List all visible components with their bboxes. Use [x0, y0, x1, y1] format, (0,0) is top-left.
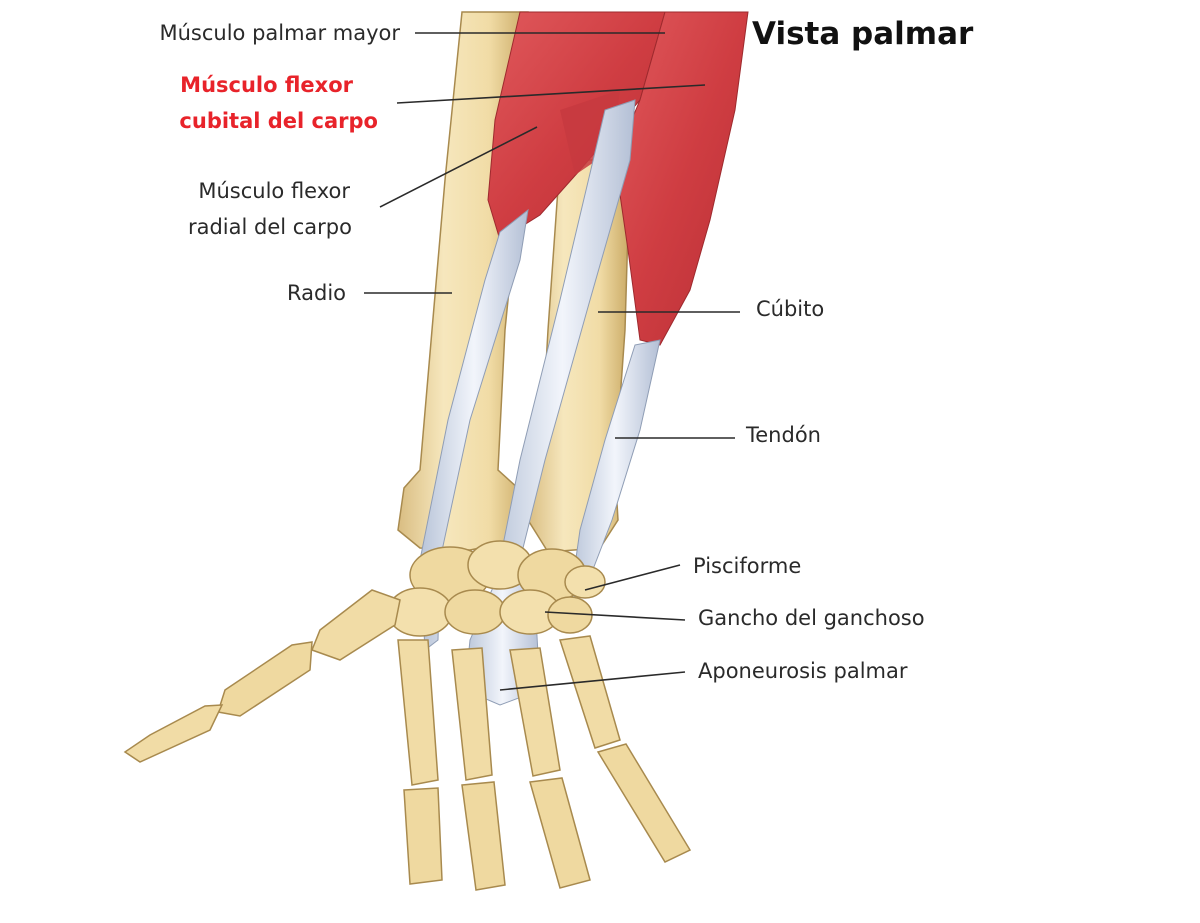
thumb-bones [123, 589, 401, 763]
label-gancho: Gancho del ganchoso [698, 606, 925, 630]
label-aponeurosis: Aponeurosis palmar [698, 659, 908, 683]
carpal-bones [387, 540, 606, 637]
label-pisciforme: Pisciforme [693, 554, 802, 578]
figure-title: Vista palmar [752, 16, 974, 52]
label-flexor-cubital-line1: Músculo flexor [180, 73, 353, 97]
label-flexor-cubital-line2: cubital del carpo [179, 109, 378, 133]
leader-lines [364, 32, 740, 691]
label-palmar-mayor: Músculo palmar mayor [159, 21, 401, 45]
leader-flexor-cubital [396, 84, 706, 104]
finger-bones [397, 635, 692, 891]
label-flexor-radial-line1: Músculo flexor [198, 179, 350, 203]
leader-aponeurosis [499, 671, 686, 691]
leader-flexor-radial [379, 126, 538, 208]
leader-pisciforme [584, 564, 681, 591]
label-cubito: Cúbito [756, 297, 825, 321]
label-radio: Radio [286, 281, 346, 305]
label-flexor-radial-line2: radial del carpo [187, 215, 352, 239]
label-tendon: Tendón [746, 423, 821, 447]
leader-gancho [544, 611, 686, 621]
